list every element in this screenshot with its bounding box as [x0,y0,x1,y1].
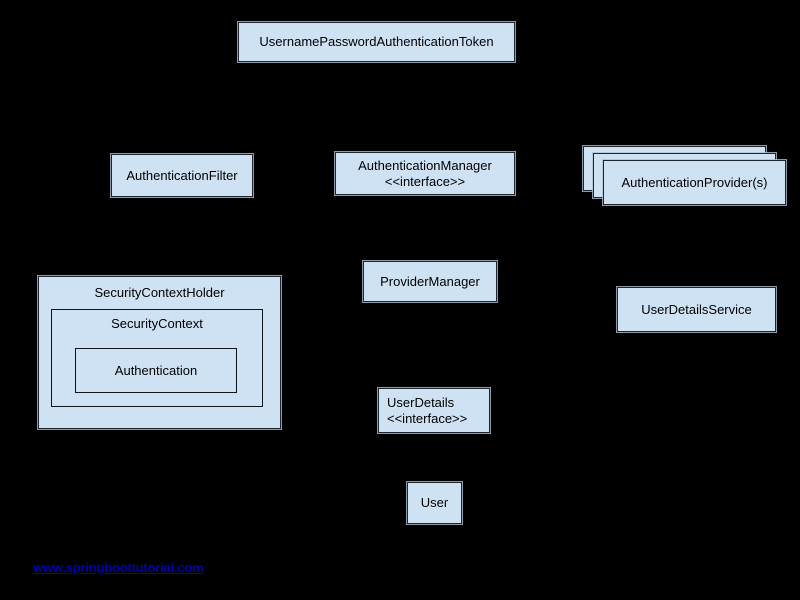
stereotype-text: <<interface>> [387,410,468,426]
class-box-label: Authentication [114,362,198,378]
class-box-label: ProviderManager [380,273,480,289]
class-box-user-details-service: UserDetailsService [617,287,776,332]
class-box-user: User [407,482,462,524]
class-box-authentication-manager: AuthenticationManager <<interface>> [335,152,515,195]
class-box-label: AuthenticationManager <<interface>> [358,158,492,190]
watermark-link[interactable]: www.springboottutorial.com [33,560,204,575]
class-name-text: UserDetails [387,394,455,410]
class-box-label: User [420,495,449,510]
class-box-authentication-provider: AuthenticationProvider(s) [603,160,786,205]
class-box-security-context-holder: SecurityContextHolder SecurityContext Au… [38,276,281,429]
class-box-authentication: Authentication [75,348,237,393]
class-box-label: SecurityContext [111,316,203,331]
class-box-label: SecurityContextHolder [94,285,225,300]
class-name-text: AuthenticationManager [358,157,492,173]
class-box-label: AuthenticationFilter [126,167,238,183]
class-box-user-details: UserDetails <<interface>> [378,388,490,433]
class-box-label: UserDetails <<interface>> [387,395,467,427]
class-box-label: UserDetailsService [641,301,752,317]
class-box-label: AuthenticationProvider(s) [621,174,768,190]
class-box-authentication-filter: AuthenticationFilter [111,154,253,197]
stereotype-text: <<interface>> [384,173,466,189]
class-box-label: UsernamePasswordAuthenticationToken [259,34,494,49]
class-box-provider-manager: ProviderManager [363,261,497,302]
class-box-username-password-authentication-token: UsernamePasswordAuthenticationToken [238,22,515,62]
class-box-security-context: SecurityContext Authentication [51,309,263,407]
